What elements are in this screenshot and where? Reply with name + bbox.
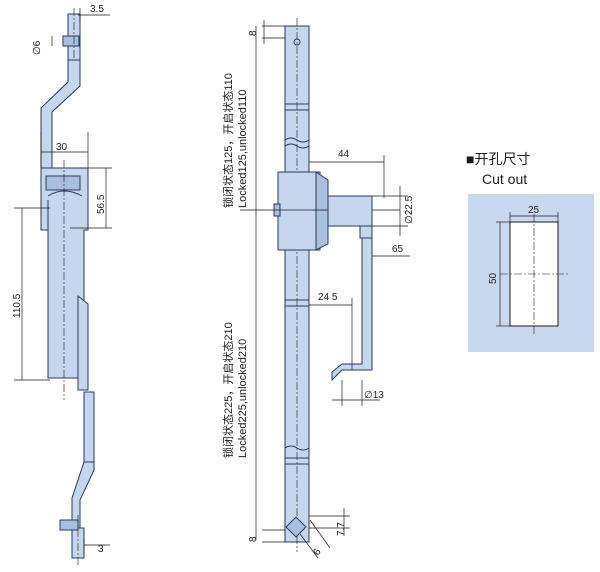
top-hole	[293, 38, 301, 46]
housing-flange	[315, 171, 329, 251]
rod-break	[284, 445, 310, 451]
rod-break	[284, 143, 310, 149]
handle-joint	[359, 225, 373, 239]
dim-30: 30	[56, 142, 68, 153]
dim-44: 44	[338, 149, 350, 160]
dim-dia-13: ∅13	[364, 390, 384, 401]
dim-line	[309, 519, 331, 549]
text-top-en: Locked125,unlocked110	[237, 90, 249, 208]
lower-rod-segment	[83, 391, 95, 463]
lower-bent-rod	[71, 461, 95, 529]
shaft	[327, 195, 373, 227]
lower-side-rod	[77, 294, 89, 391]
cutout-title-en: Cut out	[482, 171, 527, 187]
lock-housing	[277, 171, 321, 251]
text-bottom-en: Locked225,unlocked210	[237, 339, 249, 458]
top-screw	[62, 35, 80, 47]
lock-head-face	[45, 175, 81, 191]
dim-3: 3	[98, 544, 104, 555]
bottom-square-hole	[285, 516, 307, 538]
dim-65: 65	[392, 244, 404, 255]
dim-56-5: 56.5	[96, 194, 107, 214]
handle-edge	[47, 190, 83, 197]
cutout-title-cn: ■开孔尺寸	[466, 151, 530, 167]
text-bottom-cn: 锁闭状态225，开启状态210	[221, 322, 235, 458]
rod-break	[284, 137, 310, 143]
bottom-screw	[59, 519, 79, 531]
dim-dia-22-5: ∅22.5	[404, 195, 415, 224]
front-view: 8 锁闭状态125，开启状态110 Locked125,unlocked110 …	[221, 18, 415, 559]
dim-110-5: 110.5	[12, 293, 23, 318]
cutout-dim-25: 25	[528, 205, 540, 216]
dim-6-bottom: 6	[311, 546, 323, 557]
handle	[331, 225, 373, 382]
dim-24-5: 24 5	[318, 292, 338, 303]
text-top-cn: 锁闭状态125，开启状态110	[221, 73, 235, 208]
dim-3-5: 3.5	[90, 4, 104, 15]
dim-8-top: 8	[248, 30, 259, 36]
dim-7-7: 7.7	[336, 522, 347, 536]
cutout-section: ■开孔尺寸 Cut out 25 50	[466, 151, 594, 352]
cutout-dim-50: 50	[488, 272, 499, 284]
dim-8-bottom: 8	[248, 536, 259, 542]
dim-line	[299, 533, 319, 559]
dim-dia-6-left: ∅6	[32, 40, 43, 55]
left-side-view: 3.5 ∅6 30 56.5 110.5 3	[12, 4, 112, 565]
